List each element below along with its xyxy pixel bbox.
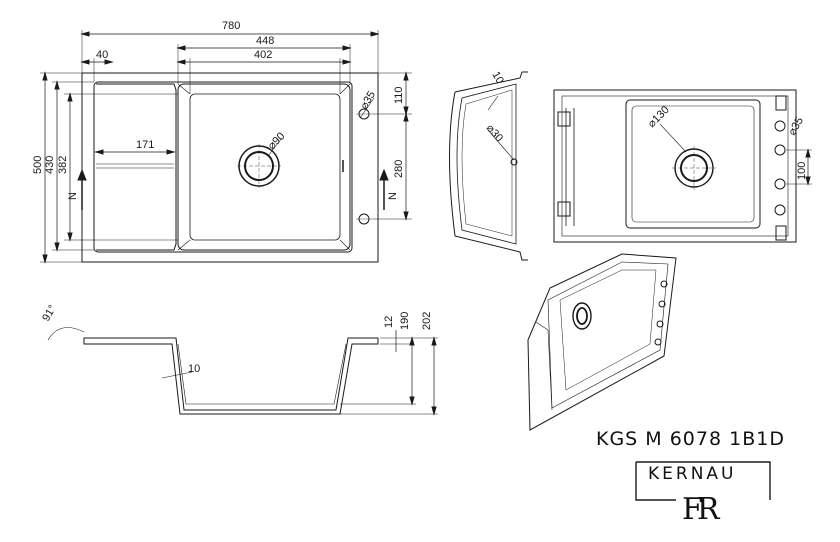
- dim-tap-hole-offset: 110: [393, 86, 405, 104]
- dim-bottom-tap-diameter: ⌀35: [786, 115, 806, 137]
- dim-tap-hole-spacing: 280: [393, 160, 405, 178]
- brand-name: KERNAU: [648, 464, 737, 484]
- label-north-right: N: [387, 192, 399, 200]
- label-north-left: N: [67, 192, 79, 200]
- bowl-inner: [189, 93, 341, 241]
- side-section: [449, 71, 528, 261]
- dim-bottom-drain-diameter: ⌀130: [646, 104, 672, 130]
- dim-drainer-width: 171: [136, 139, 154, 151]
- dim-rim-thickness: 12: [383, 316, 395, 328]
- dim-bowl-depth: 382: [57, 156, 69, 174]
- dim-overflow-diameter: ⌀30: [484, 122, 505, 144]
- dim-tap-hole-diameter: ⌀35: [358, 89, 378, 111]
- dim-bowl-outer-width: 448: [256, 35, 274, 47]
- dim-wall-thickness: 10: [188, 363, 200, 375]
- dim-bottom-hole-spacing: 100: [796, 162, 808, 180]
- dim-overall-depth: 500: [32, 156, 44, 174]
- dim-overall-width: 780: [222, 20, 240, 32]
- dim-bowl-inner-width: 402: [254, 49, 272, 61]
- model-number: KGS M 6078 1B1D: [596, 428, 785, 450]
- dim-bowl-height: 190: [399, 312, 411, 330]
- brand-logo: FR: [682, 492, 719, 527]
- dim-depth-430: 430: [44, 156, 56, 174]
- bottom-view: [553, 89, 812, 243]
- top-view: [40, 30, 412, 264]
- sink-inner-rim: [93, 81, 353, 253]
- dim-side-rim: 10: [489, 70, 506, 87]
- isometric-view: [527, 253, 677, 431]
- dim-rim-offset: 40: [96, 49, 108, 61]
- dim-overall-height: 202: [421, 312, 433, 330]
- dim-tilt-angle: 91°: [40, 303, 59, 323]
- front-section: [47, 327, 438, 416]
- bowl-outer: [177, 83, 351, 251]
- drainer-area: [96, 83, 177, 251]
- sink-outline: [81, 72, 379, 263]
- brand-frame: [636, 461, 771, 500]
